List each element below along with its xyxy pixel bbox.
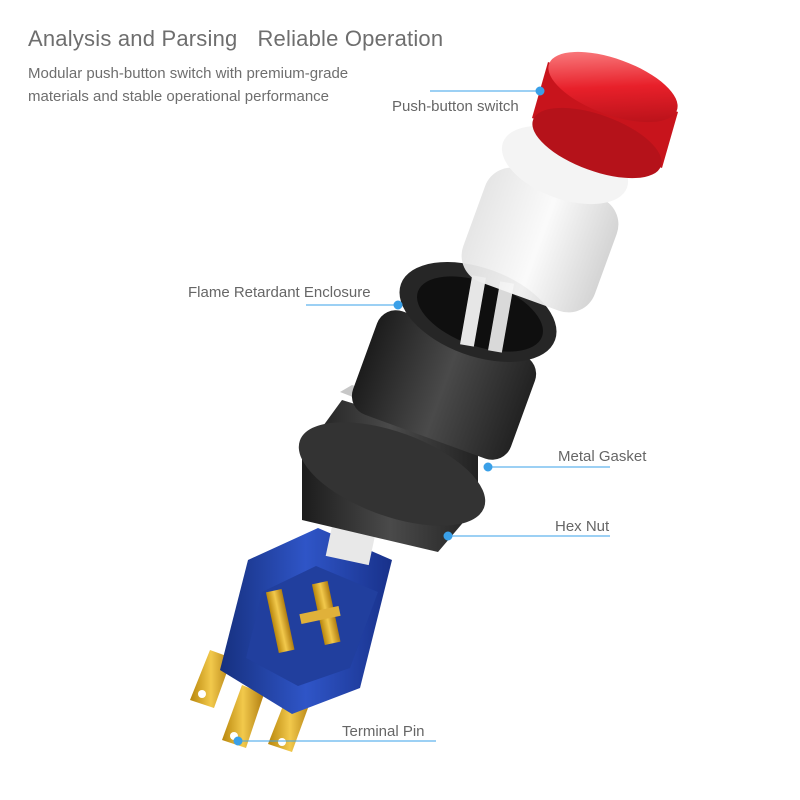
callout-hex-nut: Hex Nut [555, 518, 610, 535]
red-cap [532, 51, 678, 179]
enclosure-assembly [298, 262, 557, 552]
title-part-1: Analysis and Parsing [28, 26, 238, 51]
page-subtitle: Modular push-button switch with premium-… [28, 65, 349, 105]
terminal-base [220, 510, 392, 714]
title-part-2: Reliable Operation [257, 26, 444, 51]
callout-flame-retardant-enclosure: Flame Retardant Enclosure [188, 284, 371, 301]
callout-metal-gasket: Metal Gasket [558, 448, 647, 465]
page-title: Analysis and Parsing Reliable Operation [28, 26, 443, 52]
callout-push-button-switch: Push-button switch [392, 98, 519, 115]
white-plunger [461, 125, 629, 313]
leader-lines [233, 86, 610, 746]
callout-terminal-pin: Terminal Pin [342, 723, 425, 740]
